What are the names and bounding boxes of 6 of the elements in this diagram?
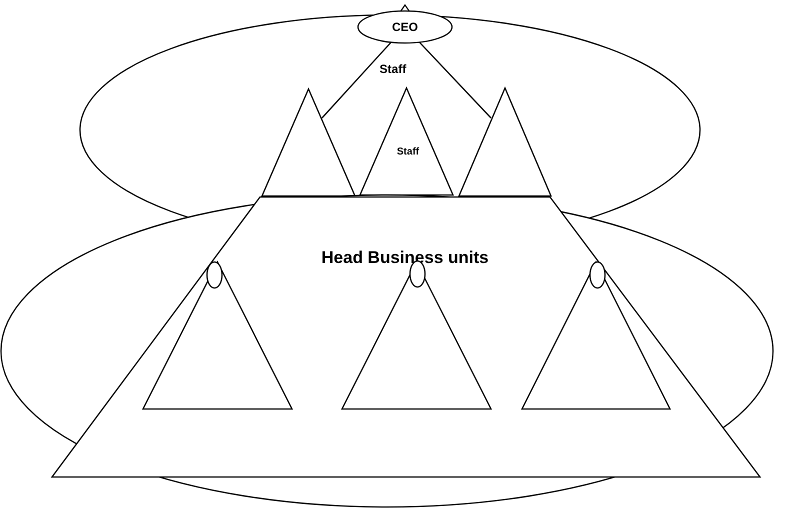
trapezoid-title: Head Business units xyxy=(321,248,489,268)
connector-line xyxy=(418,42,492,118)
connector-line xyxy=(322,42,392,118)
ceo-label: CEO xyxy=(392,20,418,34)
staff-label: Staff xyxy=(396,146,420,158)
edge-label: Staff xyxy=(378,62,408,76)
